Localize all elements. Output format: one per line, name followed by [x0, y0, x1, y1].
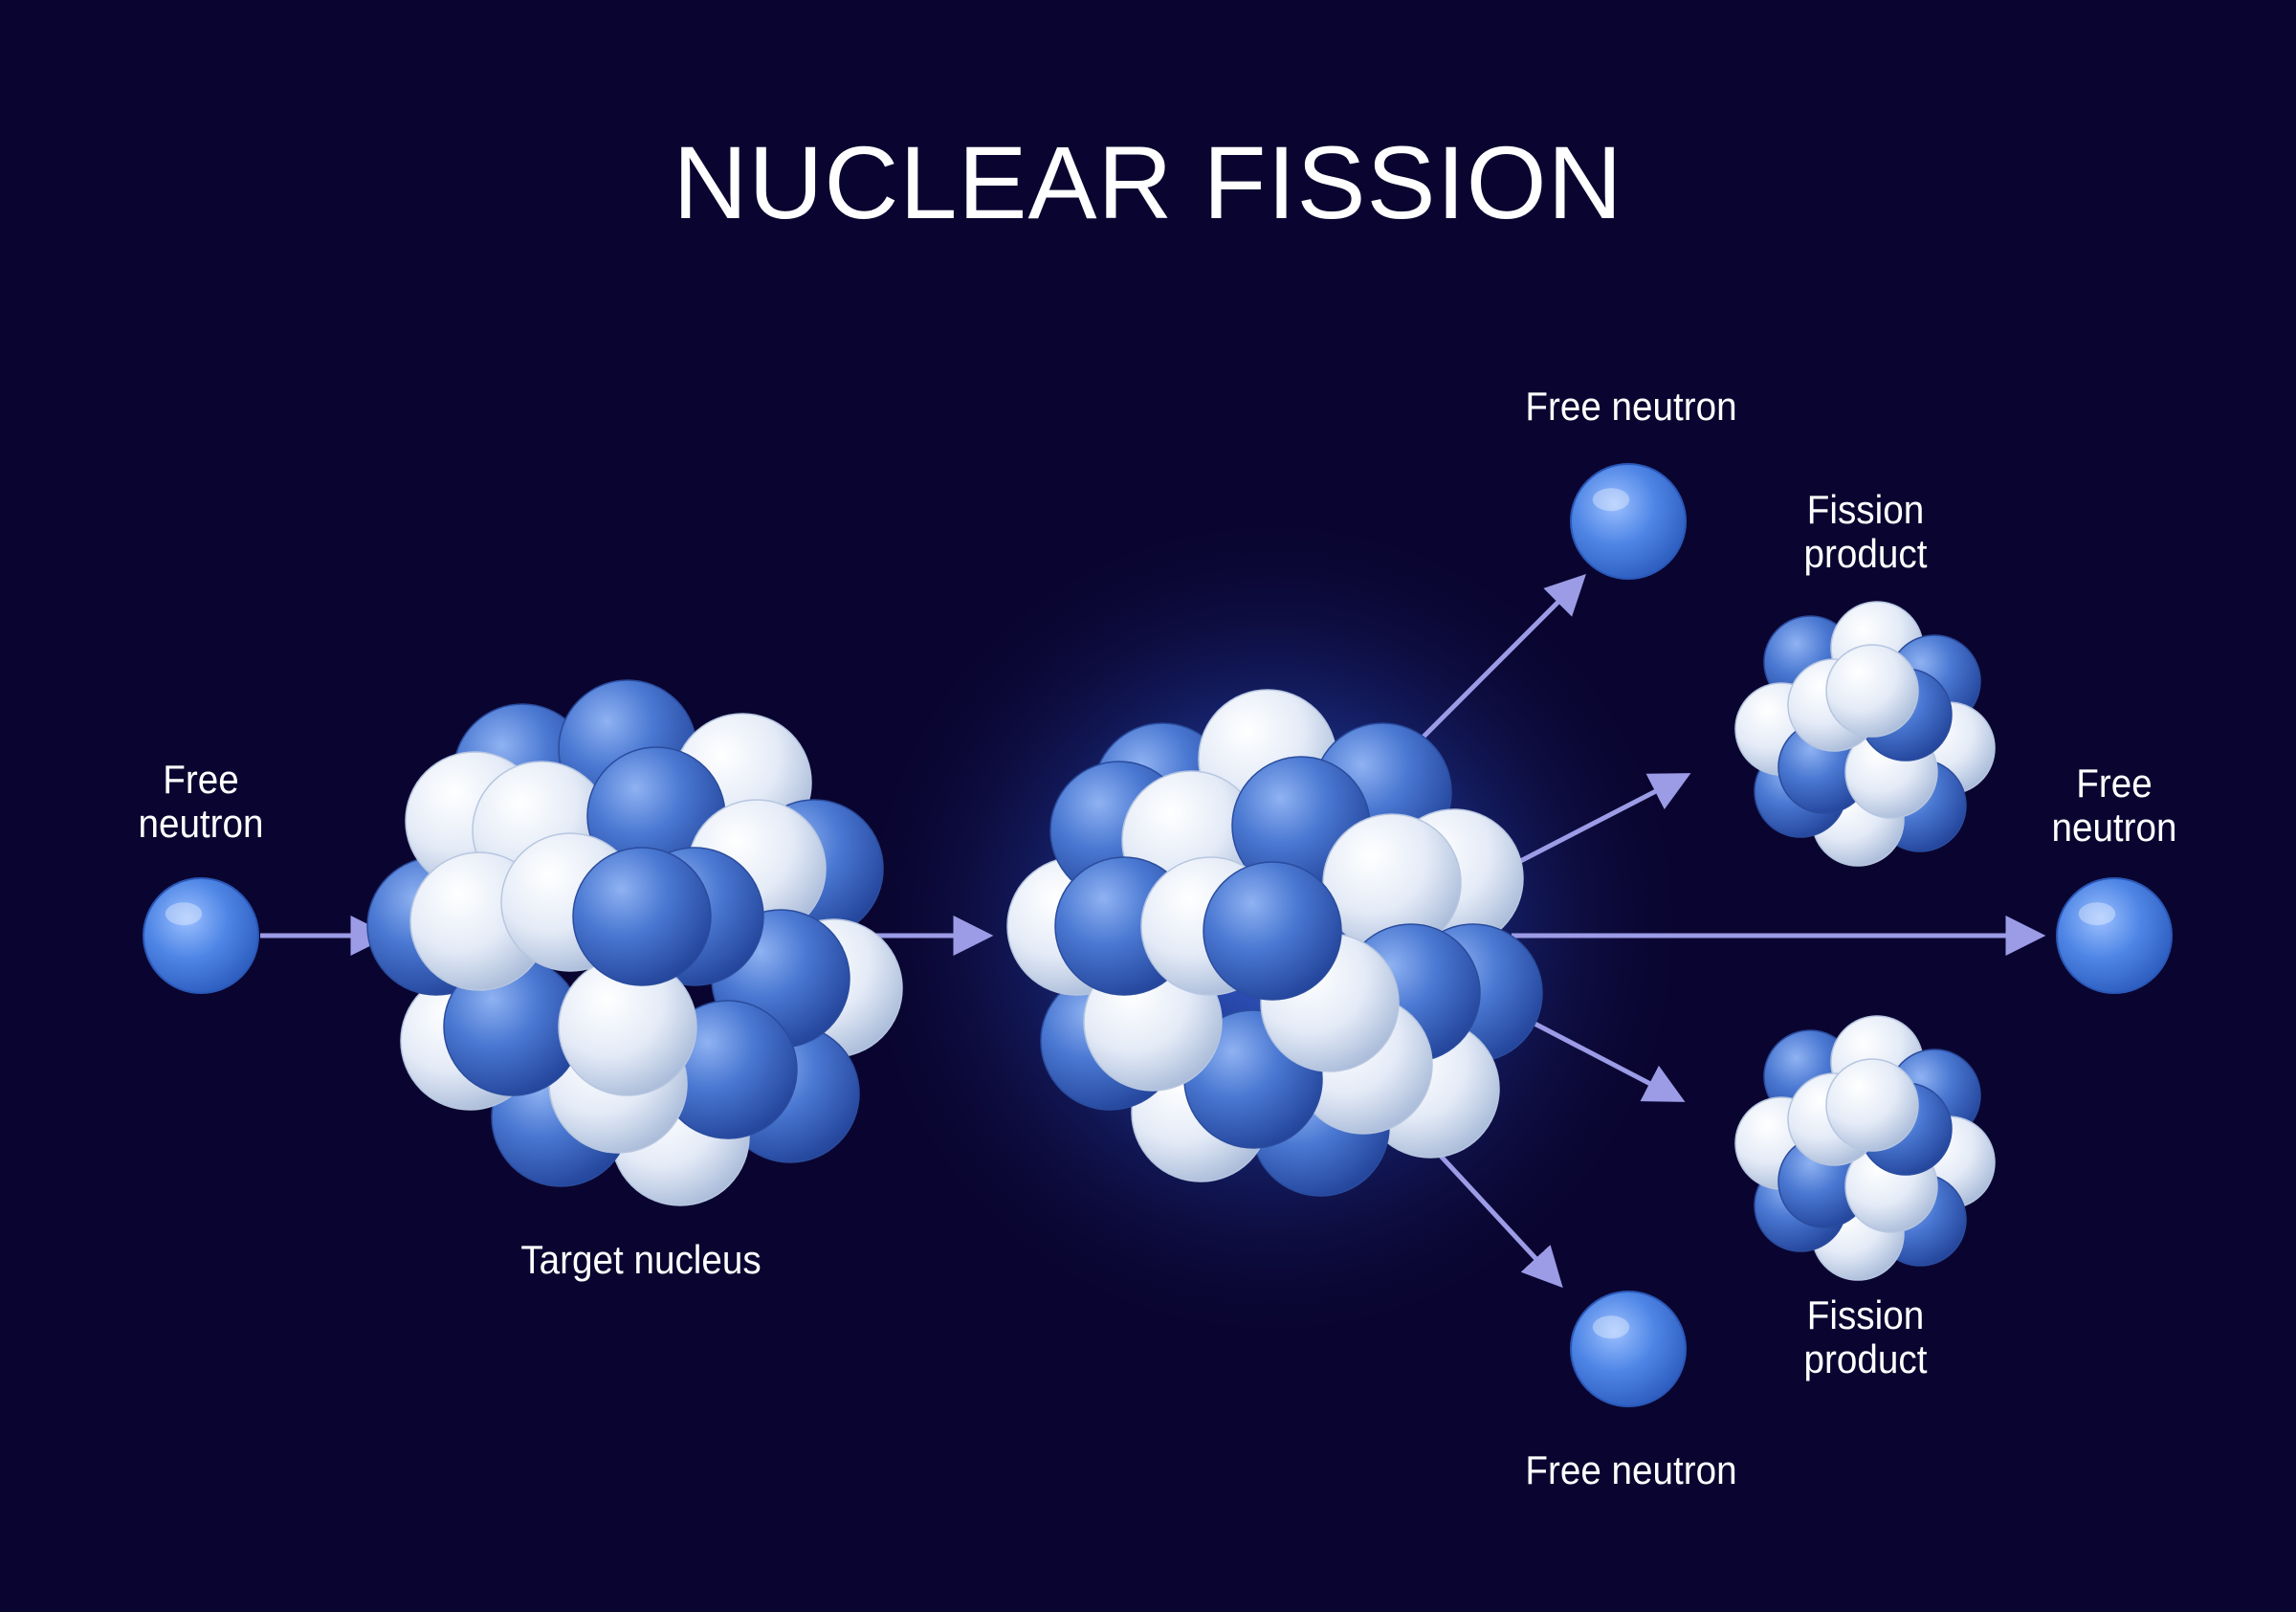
arrow-to-fission-product-top	[1500, 773, 1691, 873]
label-free-neutron-right: Free neutron	[2035, 762, 2194, 850]
neutron-sphere-white	[1825, 644, 1919, 738]
neutron-sphere	[1570, 463, 1687, 580]
label-line: Free	[2076, 761, 2152, 806]
neutron-highlight	[1592, 488, 1630, 512]
label-line: product	[1803, 531, 1928, 576]
arrow-to-free-neutron-top	[1412, 574, 1586, 748]
label-free-neutron-top: Free neutron	[1525, 384, 1737, 429]
label-fission-product-bottom: Fission product	[1760, 1293, 1972, 1381]
neutron-highlight	[2078, 902, 2116, 926]
label-target-nucleus: Target nucleus	[520, 1237, 762, 1282]
neutron-highlight	[165, 902, 203, 926]
label-line: Fission	[1806, 1292, 1925, 1337]
diagram-title: NUCLEAR FISSION	[673, 124, 1623, 240]
neutron-sphere	[1570, 1291, 1687, 1407]
free-neutron-top	[1570, 463, 1687, 580]
fissioning-nucleus	[1006, 689, 1543, 1197]
label-line: Free	[163, 757, 239, 802]
free-neutron-incoming	[143, 877, 259, 994]
neutron-sphere-white	[1825, 1058, 1919, 1152]
label-free-neutron-bottom: Free neutron	[1525, 1447, 1737, 1492]
proton-sphere	[1203, 861, 1342, 1001]
fission-product-top	[1734, 601, 1996, 867]
label-line: neutron	[138, 801, 264, 846]
free-neutron-right	[2056, 877, 2173, 994]
free-neutron-bottom	[1570, 1291, 1687, 1407]
fission-product-bottom	[1734, 1015, 1996, 1281]
label-free-neutron-incoming: Free neutron	[121, 758, 280, 846]
neutron-highlight	[1592, 1315, 1630, 1339]
neutron-sphere	[143, 877, 259, 994]
label-line: neutron	[2051, 805, 2177, 850]
label-line: Fission	[1806, 487, 1925, 532]
proton-sphere	[572, 847, 712, 986]
target-nucleus	[366, 679, 903, 1206]
label-line: product	[1803, 1336, 1928, 1381]
neutron-sphere	[2056, 877, 2173, 994]
label-fission-product-top: Fission product	[1760, 488, 1972, 576]
